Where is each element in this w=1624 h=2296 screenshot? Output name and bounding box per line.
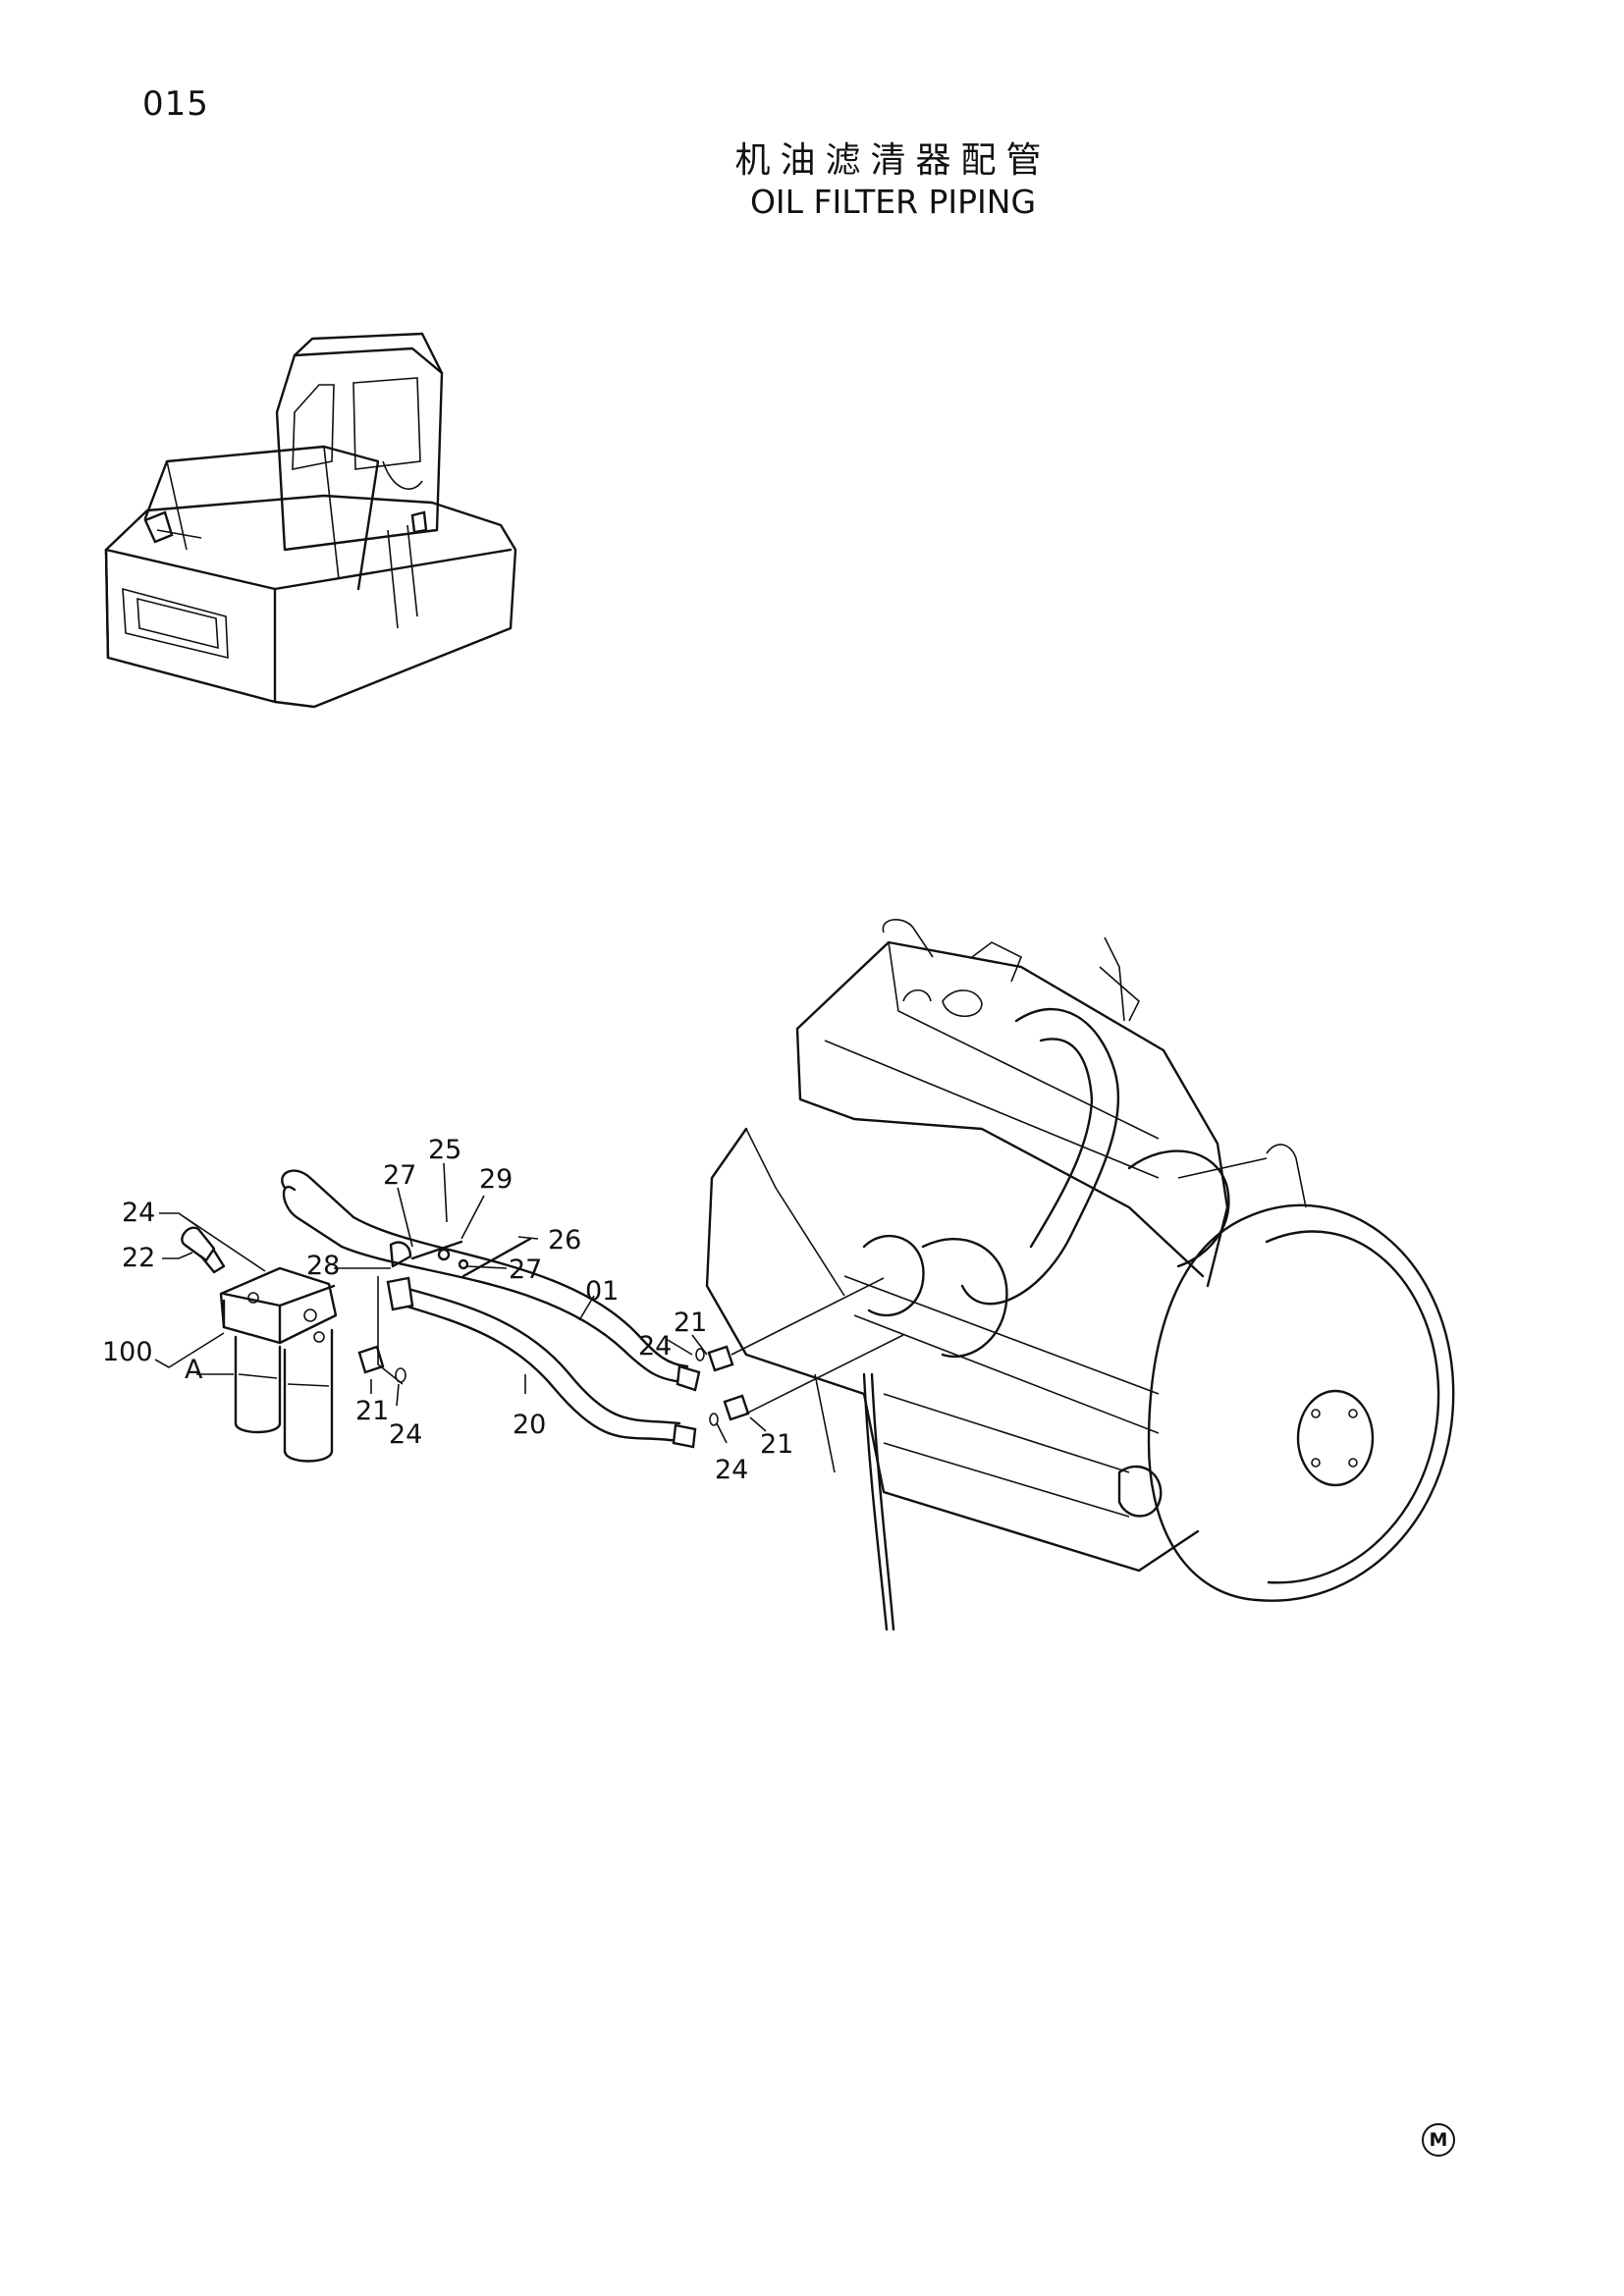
callout-20: 20 bbox=[513, 1410, 546, 1440]
oil-hoses bbox=[281, 1169, 750, 1449]
callout-27: 27 bbox=[509, 1255, 542, 1285]
callout-24: 24 bbox=[715, 1455, 748, 1485]
page-number: 015 bbox=[142, 84, 209, 124]
callout-01: 01 bbox=[585, 1276, 619, 1307]
callout-21: 21 bbox=[760, 1429, 793, 1460]
callout-25: 25 bbox=[428, 1135, 461, 1165]
callout-24: 24 bbox=[638, 1331, 672, 1362]
excavator-overview-illustration bbox=[104, 332, 517, 709]
diagram-title-chinese: 机油滤清器配管 bbox=[734, 140, 1052, 181]
callout-21: 21 bbox=[355, 1396, 389, 1426]
engine-illustration bbox=[705, 919, 1455, 1631]
diagram-title-english: OIL FILTER PIPING bbox=[749, 183, 1037, 221]
callout-labels: 25 27 29 24 26 22 28 27 01 100 A 21 24 2… bbox=[102, 1135, 793, 1485]
manufacturer-mark: M bbox=[1422, 2123, 1455, 2157]
callout-24: 24 bbox=[389, 1419, 422, 1450]
callout-28: 28 bbox=[306, 1251, 340, 1281]
oil-filter-assembly bbox=[181, 1226, 406, 1463]
callout-29: 29 bbox=[479, 1164, 513, 1195]
leader-lines bbox=[154, 1162, 904, 1444]
callout-100: 100 bbox=[102, 1337, 153, 1367]
callout-26: 26 bbox=[548, 1225, 581, 1255]
callout-A: A bbox=[185, 1355, 203, 1385]
callout-21: 21 bbox=[674, 1308, 707, 1338]
callout-22: 22 bbox=[122, 1243, 155, 1273]
callout-27: 27 bbox=[383, 1160, 416, 1191]
callout-24: 24 bbox=[122, 1198, 155, 1228]
